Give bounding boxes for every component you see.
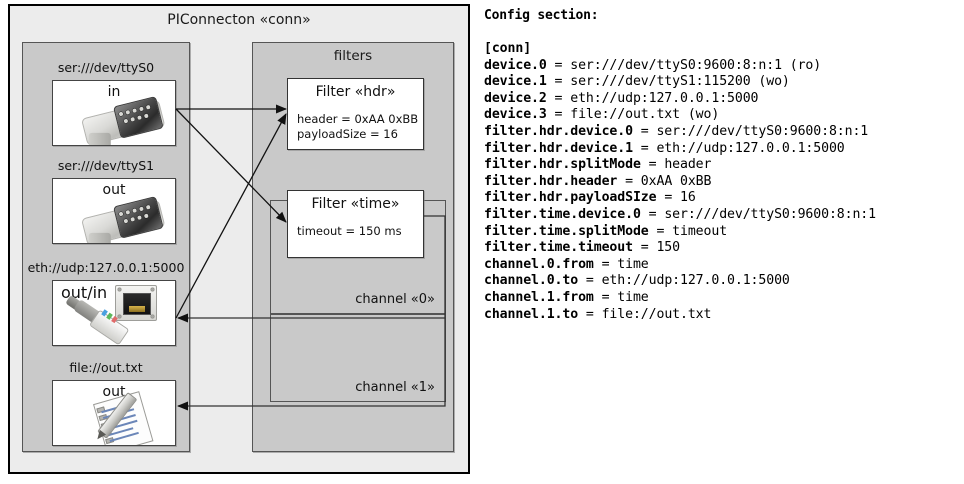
config-line-value: = timeout — [648, 223, 728, 239]
config-line-value: = file://out.txt (wo) — [546, 107, 720, 123]
config-line-key: filter.hdr.device.1 — [484, 140, 633, 156]
config-line-value: = eth://udp:127.0.0.1:5000 — [578, 273, 790, 289]
config-line-key: channel.0.to — [484, 273, 579, 289]
config-line-key: channel.1.to — [484, 306, 579, 322]
config-heading: Config section: — [484, 8, 599, 23]
channel-1-box: channel «1» — [270, 314, 446, 402]
config-line-key: filter.time.splitMode — [484, 223, 649, 239]
config-line: device.0 = ser:///dev/ttyS0:9600:8:n:1 (… — [484, 58, 954, 75]
filter-time-attrs: timeout = 150 ms — [297, 224, 402, 239]
config-line-key: device.2 — [484, 90, 547, 106]
config-line: device.3 = file://out.txt (wo) — [484, 107, 954, 124]
config-line-key: filter.hdr.device.0 — [484, 123, 633, 139]
config-line: filter.hdr.device.1 = eth://udp:127.0.0.… — [484, 141, 954, 158]
config-line: filter.time.splitMode = timeout — [484, 224, 954, 241]
config-line-value: = eth://udp:127.0.0.1:5000 — [546, 90, 759, 106]
config-line: channel.1.from = time — [484, 290, 954, 307]
config-line-key: filter.hdr.payloadSIze — [484, 190, 657, 206]
wire-channel1-time-to-file — [177, 318, 446, 411]
config-line-key: device.3 — [484, 107, 547, 123]
config-line-value: = file://out.txt — [578, 306, 712, 322]
config-line-value: = ser:///dev/ttyS0:9600:8:n:1 — [640, 206, 876, 222]
connector-wires — [175, 104, 446, 411]
device-node-ttys0[interactable]: in — [52, 80, 176, 146]
config-line: filter.hdr.splitMode = header — [484, 157, 954, 174]
filter-hdr-box[interactable]: Filter «hdr» header = 0xAA 0xBB payloadS… — [287, 78, 424, 150]
device-node-ttys1[interactable]: out — [52, 178, 176, 244]
config-line-value: = 16 — [656, 190, 696, 206]
config-line-value: = time — [593, 289, 649, 305]
config-line-key: channel.0.from — [484, 256, 594, 272]
device-caption-ttys0: in — [107, 84, 121, 100]
config-line-value: = time — [593, 256, 649, 272]
config-line: [conn] — [484, 41, 954, 58]
config-line-key: device.1 — [484, 74, 547, 90]
config-line: filter.hdr.payloadSIze = 16 — [484, 190, 954, 207]
config-line-value: = ser:///dev/ttyS1:115200 (wo) — [546, 74, 790, 90]
config-line: device.2 = eth://udp:127.0.0.1:5000 — [484, 91, 954, 108]
filter-time-title: Filter «time» — [311, 196, 400, 212]
device-label-file: file://out.txt — [69, 360, 143, 375]
wire-ttys0-to-time — [175, 108, 287, 223]
config-line-key: filter.time.timeout — [484, 240, 633, 256]
wire-channel0-time-to-eth — [177, 215, 446, 323]
device-label-eth: eth://udp:127.0.0.1:5000 — [27, 260, 185, 275]
config-section: Config section: [conn]device.0 = ser:///… — [484, 8, 954, 323]
config-line-value: = ser:///dev/ttyS0:9600:8:n:1 — [632, 123, 869, 139]
config-line-key: filter.hdr.splitMode — [484, 157, 641, 173]
config-text: [conn]device.0 = ser:///dev/ttyS0:9600:8… — [484, 41, 954, 323]
config-line-value: = 150 — [632, 240, 680, 256]
filters-package-title: filters — [333, 48, 373, 64]
filter-time-box[interactable]: Filter «time» timeout = 150 ms — [287, 190, 424, 258]
channel-0-label: channel «0» — [355, 292, 435, 307]
config-line-key: device.0 — [484, 57, 547, 73]
config-line-key: channel.1.from — [484, 289, 594, 305]
config-line: filter.time.device.0 = ser:///dev/ttyS0:… — [484, 207, 954, 224]
config-line-value: = ser:///dev/ttyS0:9600:8:n:1 (ro) — [546, 57, 822, 73]
config-line-value: = eth://udp:127.0.0.1:5000 — [632, 140, 845, 156]
config-line-value: = 0xAA 0xBB — [617, 173, 712, 189]
filter-hdr-attr-payload: payloadSize = 16 — [297, 127, 398, 141]
config-line: filter.time.timeout = 150 — [484, 240, 954, 257]
config-line: filter.hdr.header = 0xAA 0xBB — [484, 174, 954, 191]
config-line: channel.0.to = eth://udp:127.0.0.1:5000 — [484, 273, 954, 290]
config-line-key: filter.time.device.0 — [484, 206, 641, 222]
wire-eth-to-hdr — [175, 113, 287, 319]
device-label-ttys1: ser:///dev/ttyS1 — [57, 158, 155, 173]
config-line-key: [conn] — [484, 41, 532, 56]
filter-hdr-attr-header: header = 0xAA 0xBB — [297, 112, 419, 126]
device-node-file[interactable]: out — [52, 380, 176, 446]
config-line: channel.0.from = time — [484, 257, 954, 274]
device-caption-ttys1: out — [102, 182, 126, 198]
config-line: filter.hdr.device.0 = ser:///dev/ttyS0:9… — [484, 124, 954, 141]
channel-1-label: channel «1» — [355, 380, 435, 395]
device-label-ttys0: ser:///dev/ttyS0 — [57, 60, 155, 75]
config-line: device.1 = ser:///dev/ttyS1:115200 (wo) — [484, 74, 954, 91]
config-line-key: filter.hdr.header — [484, 173, 618, 189]
config-line: channel.1.to = file://out.txt — [484, 307, 954, 324]
architecture-diagram: PIConnecton «conn» ser:///dev/ttyS0 in s… — [8, 4, 470, 476]
filter-hdr-attrs: header = 0xAA 0xBB payloadSize = 16 — [297, 112, 418, 142]
filter-hdr-title: Filter «hdr» — [315, 84, 396, 100]
filter-time-attr-timeout: timeout = 150 ms — [297, 224, 402, 238]
config-line-value: = header — [640, 157, 712, 173]
diagram-title: PIConnecton «conn» — [167, 12, 311, 28]
